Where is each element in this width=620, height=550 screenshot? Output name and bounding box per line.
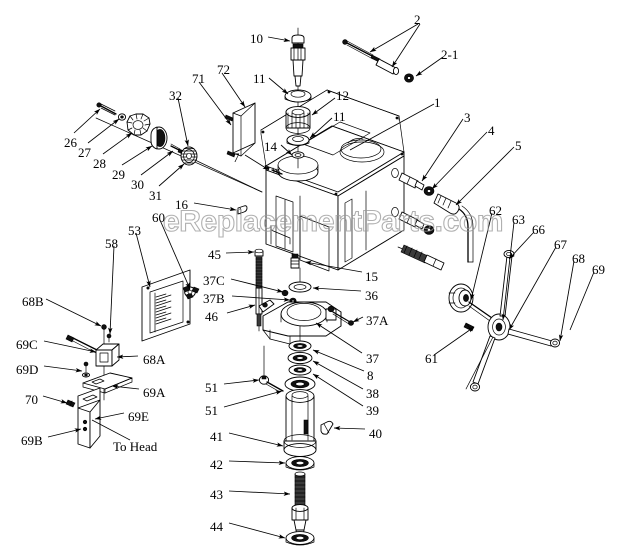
callout-11a: 11 xyxy=(253,71,266,86)
callout-37B: 37B xyxy=(203,291,225,306)
screw-7 xyxy=(271,167,283,176)
spindle-shaft-43 xyxy=(291,471,309,537)
leader-lines xyxy=(42,23,595,539)
callout-70: 70 xyxy=(25,392,38,407)
callout-51b: 51 xyxy=(205,403,218,418)
callout-14: 14 xyxy=(264,139,277,154)
callout-69: 69 xyxy=(592,262,605,277)
callout-31: 31 xyxy=(149,188,162,203)
main-housing-body xyxy=(260,89,405,272)
callout-43: 43 xyxy=(210,487,223,502)
top-spindle-stack xyxy=(284,27,312,169)
callout-42: 42 xyxy=(210,457,223,472)
callout-69D: 69D xyxy=(16,362,39,377)
link-rod-assembly-2 xyxy=(342,39,414,83)
gear-train-assembly xyxy=(95,102,263,193)
feed-handle-assembly xyxy=(397,244,561,392)
callout-63: 63 xyxy=(512,212,525,227)
callout-10: 10 xyxy=(250,31,263,46)
callout-72: 72 xyxy=(217,62,230,77)
callout-2: 2 xyxy=(414,12,421,27)
callout-15: 15 xyxy=(365,269,378,284)
callout-8: 8 xyxy=(367,368,374,383)
callout-39: 39 xyxy=(366,403,379,418)
callout-41: 41 xyxy=(210,429,223,444)
fitting-group-lower xyxy=(398,211,435,235)
callout-29: 29 xyxy=(112,167,125,182)
cover-plate-71-72 xyxy=(224,102,256,158)
callout-68A: 68A xyxy=(143,352,166,367)
block-15 xyxy=(290,253,300,269)
adjusting-screw-45 xyxy=(254,248,297,332)
taper-pin-40 xyxy=(320,420,334,435)
callout-60: 60 xyxy=(152,210,165,225)
callout-69A: 69A xyxy=(143,385,166,400)
callout-69E: 69E xyxy=(128,409,149,424)
callout-53: 53 xyxy=(128,223,141,238)
callout-16: 16 xyxy=(175,197,188,212)
pin-51 xyxy=(258,345,284,393)
callout-4: 4 xyxy=(488,123,495,138)
callout-30: 30 xyxy=(131,177,144,192)
switch-bracket-assembly xyxy=(65,324,133,449)
bearing-44 xyxy=(285,531,315,546)
callout-71: 71 xyxy=(192,71,205,86)
callout-32: 32 xyxy=(169,88,182,103)
callout-27: 27 xyxy=(78,145,91,160)
callout-68: 68 xyxy=(572,251,585,266)
callout-40: 40 xyxy=(369,426,382,441)
dowel-16 xyxy=(237,205,248,215)
callout-46: 46 xyxy=(205,309,218,324)
callout-45: 45 xyxy=(208,247,221,262)
o-ring-36 xyxy=(288,281,312,293)
callout-7: 7 xyxy=(233,150,240,165)
quill-sleeve-41 xyxy=(283,389,317,457)
callout-58: 58 xyxy=(105,236,118,251)
callout-3: 3 xyxy=(464,110,471,125)
callout-37C: 37C xyxy=(203,273,225,288)
callout-1: 1 xyxy=(434,95,441,110)
callout-67: 67 xyxy=(554,237,567,252)
callout-26: 26 xyxy=(64,135,77,150)
scale-plate-53 xyxy=(106,269,200,343)
callout-5: 5 xyxy=(515,138,522,153)
bearing-42 xyxy=(285,456,315,471)
callout-69B: 69B xyxy=(21,433,43,448)
note-to-head: To Head xyxy=(113,439,158,454)
callout-44: 44 xyxy=(210,519,223,534)
callout-36: 36 xyxy=(365,288,378,303)
bearing-stack xyxy=(284,340,316,392)
callout-51a: 51 xyxy=(205,380,218,395)
callout-12: 12 xyxy=(336,88,349,103)
callout-68B: 68B xyxy=(22,294,44,309)
callout-11b: 11 xyxy=(333,109,346,124)
callout-38: 38 xyxy=(366,386,379,401)
callout-62: 62 xyxy=(489,203,502,218)
callout-28: 28 xyxy=(93,156,106,171)
callout-69C: 69C xyxy=(16,337,38,352)
callout-37A: 37A xyxy=(366,313,389,328)
callout-2-1: 2-1 xyxy=(441,47,459,62)
callout-61: 61 xyxy=(425,351,438,366)
quill-housing-37 xyxy=(258,299,354,345)
callout-37: 37 xyxy=(366,351,379,366)
callout-66: 66 xyxy=(532,222,545,237)
